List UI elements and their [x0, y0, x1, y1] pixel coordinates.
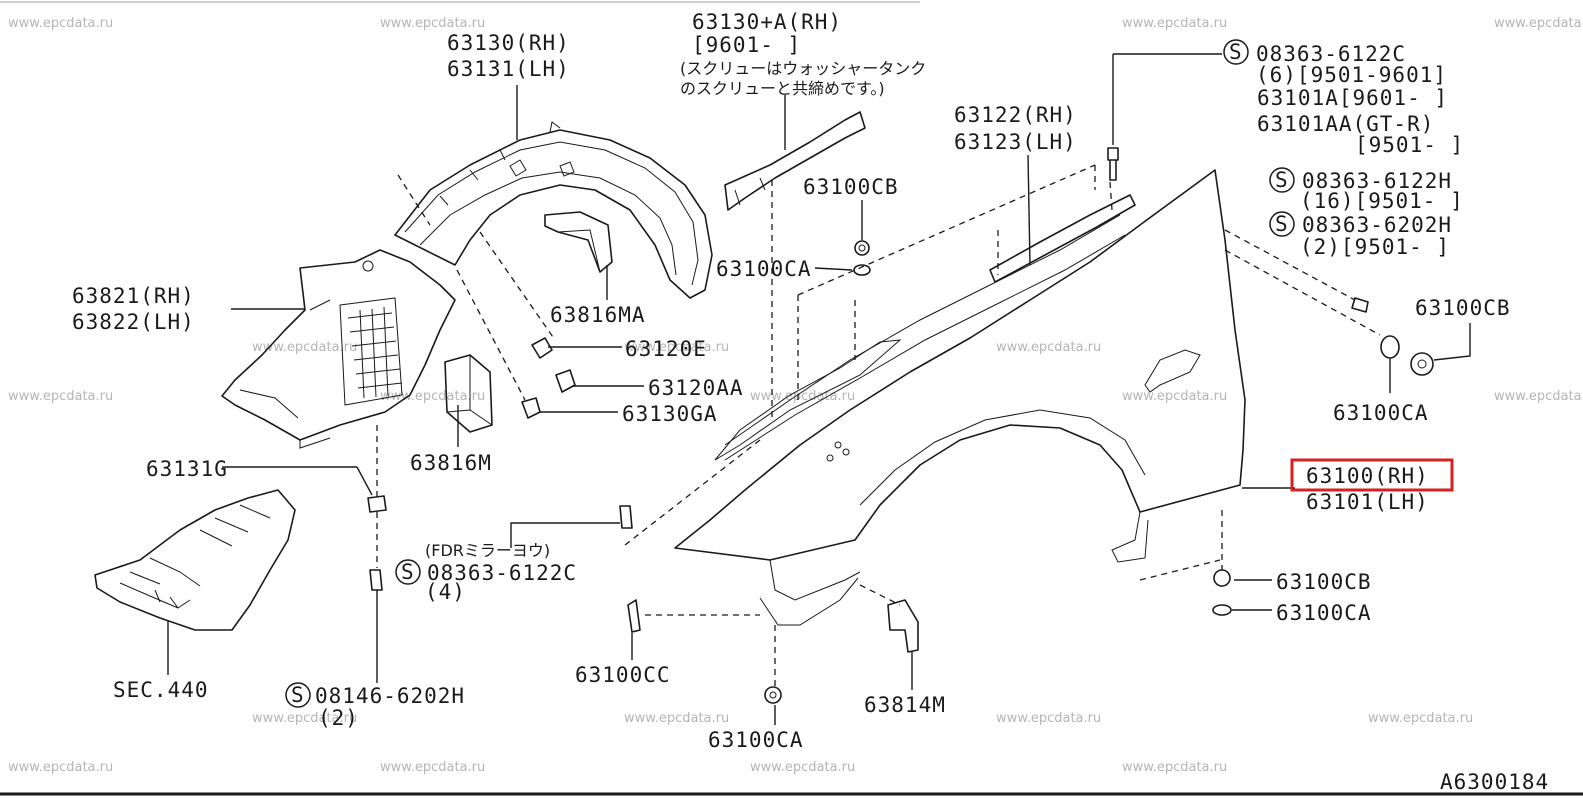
label-63821-rh[interactable]: 63821(RH) [72, 284, 195, 308]
label-fdr-note: (FDRミラーヨウ) [425, 541, 550, 560]
watermark: www.epcdata.ru [1122, 760, 1227, 775]
watermark: www.epcdata.ru [624, 340, 729, 355]
label-63130ga[interactable]: 63130GA [622, 402, 718, 426]
label-63816ma[interactable]: 63816MA [550, 303, 646, 327]
label-63130-rh[interactable]: 63130(RH) [447, 31, 570, 55]
label-63101aa-date: [9501- ] [1355, 133, 1464, 157]
label-63100ca-bottom[interactable]: 63100CA [708, 728, 804, 752]
label-08363-6122h-qty: (16)[9501- ] [1300, 189, 1464, 213]
part-labels: 63130+A(RH) [9601- ] (スクリューはウォッシャータンク のス… [72, 10, 1549, 794]
label-63123-lh[interactable]: 63123(LH) [954, 130, 1077, 154]
label-63101-lh[interactable]: 63101(LH) [1306, 490, 1429, 514]
label-63131-lh[interactable]: 63131(LH) [447, 57, 570, 81]
label-63100cc[interactable]: 63100CC [575, 663, 671, 687]
label-63814m[interactable]: 63814M [864, 693, 946, 717]
label-63100ca-lower[interactable]: 63100CA [1276, 601, 1372, 625]
highlight-box-63100 [1290, 458, 1454, 492]
label-08146-6202h[interactable]: 08146-6202H [315, 684, 465, 708]
leader-lines [167, 53, 1471, 725]
watermark: www.epcdata.ru [8, 760, 113, 775]
screw-symbol-icon [395, 559, 421, 585]
bracket-63816ma-drawing [544, 211, 613, 273]
label-63122-rh[interactable]: 63122(RH) [954, 103, 1077, 127]
watermark: www.epcdata.ru [750, 760, 855, 775]
screw-symbol-letter: S [1229, 40, 1243, 64]
label-63100ca-top[interactable]: 63100CA [716, 257, 812, 281]
watermark: www.epcdata.ru [750, 389, 855, 404]
rail-63122-drawing [989, 194, 1136, 283]
watermark: www.epcdata.ru [1368, 711, 1473, 726]
watermarks: www.epcdata.ru www.epcdata.ru www.epcdat… [8, 16, 1583, 775]
label-63131g[interactable]: 63131G [146, 457, 228, 481]
watermark: www.epcdata.ru [380, 760, 485, 775]
label-08363-6122c-qty: (6)[9501-9601] [1256, 63, 1447, 87]
block-63816m-drawing [444, 354, 493, 433]
label-63130a-note-line1: (スクリューはウォッシャータンク [680, 59, 926, 78]
label-63130a-note-line2: のスクリューと共締めです。) [680, 79, 885, 98]
label-fdr-qty: (4) [425, 580, 466, 604]
label-sec440[interactable]: SEC.440 [113, 678, 209, 702]
label-08363-6202h-qty: (2)[9501- ] [1300, 235, 1450, 259]
label-63100cb-lower[interactable]: 63100CB [1276, 570, 1372, 594]
label-08363-6122h[interactable]: 08363-6122H [1302, 169, 1452, 193]
label-63101a[interactable]: 63101A[9601- ] [1257, 86, 1448, 110]
label-63130a-date: [9601- ] [692, 33, 801, 57]
clip-63814m-drawing [887, 599, 919, 653]
sec440-drawing [94, 489, 296, 631]
watermark: www.epcdata.ru [8, 16, 113, 31]
watermark: www.epcdata.ru [996, 711, 1101, 726]
label-63101aa[interactable]: 63101AA(GT-R) [1257, 112, 1434, 136]
fender-liner-drawing [394, 121, 713, 299]
watermark: www.epcdata.ru [380, 16, 485, 31]
watermark: www.epcdata.ru [252, 340, 357, 355]
screw-symbol-icon [285, 682, 311, 708]
label-08363-6122c-fdr[interactable]: 08363-6122C [427, 561, 577, 585]
watermark: www.epcdata.ru [252, 711, 357, 726]
label-63100-rh[interactable]: 63100(RH) [1306, 464, 1429, 488]
watermark: www.epcdata.ru [1494, 16, 1583, 31]
label-63816m[interactable]: 63816M [410, 451, 492, 475]
label-63120aa[interactable]: 63120AA [648, 376, 744, 400]
assembly-lines [376, 164, 1381, 688]
watermark: www.epcdata.ru [1494, 389, 1583, 404]
watermark: www.epcdata.ru [996, 340, 1101, 355]
watermark: www.epcdata.ru [1122, 16, 1227, 31]
diagram-id: A6300184 [1440, 770, 1549, 794]
screw-symbol-icon [1269, 167, 1295, 193]
screw-symbol-letter: S [401, 560, 415, 584]
screw-symbol-icon [1223, 39, 1249, 65]
screw-symbol-letter: S [291, 683, 305, 707]
screw-symbol-letter: S [1275, 212, 1289, 236]
label-63130a-rh[interactable]: 63130+A(RH) [692, 10, 842, 34]
label-63100ca-right[interactable]: 63100CA [1333, 401, 1429, 425]
splash-shield-drawing [221, 249, 456, 449]
label-08363-6122c[interactable]: 08363-6122C [1256, 42, 1406, 66]
label-63822-lh[interactable]: 63822(LH) [72, 310, 195, 334]
screw-symbol-letter: S [1275, 168, 1289, 192]
screw-symbol-icon [1269, 211, 1295, 237]
label-08363-6202h[interactable]: 08363-6202H [1302, 213, 1452, 237]
label-63100cb-top[interactable]: 63100CB [803, 175, 899, 199]
watermark: www.epcdata.ru [8, 389, 113, 404]
watermark: www.epcdata.ru [1122, 389, 1227, 404]
bracket-63130a-drawing [724, 111, 866, 211]
label-08146-qty: (2) [318, 706, 359, 730]
watermark: www.epcdata.ru [380, 389, 485, 404]
fender-drawing [674, 169, 1246, 626]
label-63120e[interactable]: 63120E [625, 337, 707, 361]
label-63100cb-right[interactable]: 63100CB [1415, 296, 1511, 320]
watermark: www.epcdata.ru [624, 711, 729, 726]
